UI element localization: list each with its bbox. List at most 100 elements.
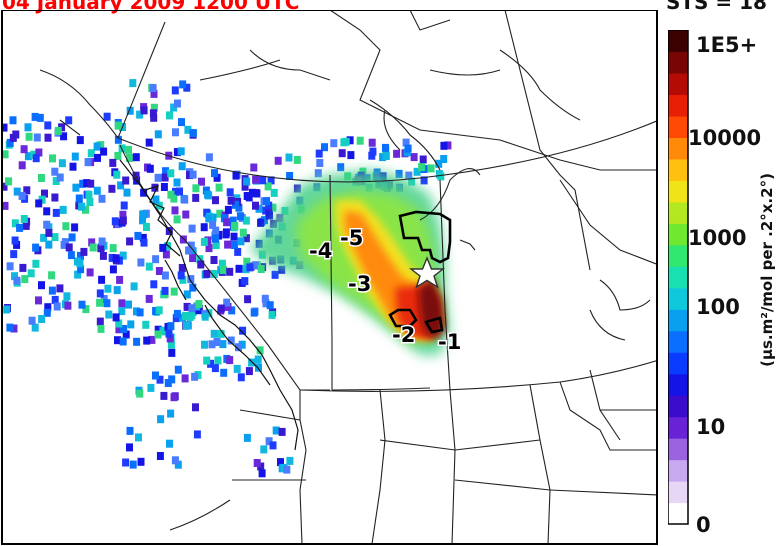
footprint-cell bbox=[125, 300, 132, 309]
footprint-cell bbox=[152, 371, 159, 380]
footprint-cell bbox=[197, 260, 205, 269]
footprint-cell bbox=[51, 167, 59, 176]
footprint-cell bbox=[168, 375, 176, 384]
footprint-cell bbox=[115, 325, 123, 334]
footprint-cell bbox=[272, 426, 280, 435]
footprint-cell bbox=[224, 205, 232, 214]
footprint-cell bbox=[200, 237, 208, 246]
footprint-cell bbox=[114, 135, 122, 144]
footprint-cell bbox=[253, 459, 261, 467]
footprint-cell bbox=[419, 155, 427, 164]
footprint-cell bbox=[85, 190, 93, 199]
footprint-cell bbox=[97, 141, 105, 150]
footprint-cell bbox=[209, 220, 217, 229]
footprint-cell bbox=[265, 201, 273, 210]
map-frame bbox=[1, 10, 658, 545]
footprint-cell bbox=[179, 80, 187, 89]
footprint-cell bbox=[277, 458, 284, 467]
footprint-cell bbox=[210, 329, 218, 338]
footprint-cell bbox=[74, 270, 82, 279]
footprint-cell bbox=[24, 152, 32, 161]
footprint-cell bbox=[6, 262, 14, 271]
footprint-cell bbox=[166, 111, 173, 120]
footprint-cell bbox=[109, 265, 117, 274]
footprint-cell bbox=[226, 356, 234, 365]
footprint-cell bbox=[242, 216, 250, 225]
footprint-cell bbox=[28, 316, 36, 325]
footprint-cell bbox=[184, 125, 192, 134]
footprint-cell bbox=[314, 169, 322, 178]
footprint-cell bbox=[76, 136, 84, 145]
footprint-cell bbox=[126, 154, 134, 162]
footprint-cell bbox=[20, 145, 28, 154]
footprint-cell bbox=[258, 469, 266, 478]
footprint-cell bbox=[149, 84, 157, 93]
target-regions bbox=[388, 210, 452, 334]
footprint-cell bbox=[11, 236, 19, 245]
footprint-cell bbox=[229, 216, 237, 225]
footprint-cell bbox=[88, 238, 96, 247]
footprint-cell bbox=[215, 183, 223, 192]
footprint-cell bbox=[140, 106, 148, 115]
footprint-cell bbox=[98, 237, 106, 246]
colorbar-swatch bbox=[668, 180, 688, 203]
footprint-cell bbox=[157, 415, 165, 424]
footprint-cell bbox=[51, 295, 59, 304]
footprint-cell bbox=[2, 150, 9, 159]
footprint-cell bbox=[11, 219, 19, 228]
footprint-cell bbox=[346, 136, 354, 145]
colorbar-legend: 1E5+ 10000 1000 100 10 0 (μs.m²/mol per … bbox=[668, 30, 776, 537]
footprint-cell bbox=[155, 267, 163, 275]
footprint-cell bbox=[3, 305, 11, 314]
footprint-cell bbox=[43, 308, 51, 317]
footprint-cell bbox=[150, 103, 158, 112]
footprint-cell bbox=[86, 198, 94, 206]
footprint-cell bbox=[87, 179, 95, 188]
footprint-cell bbox=[80, 247, 88, 256]
colorbar-swatch bbox=[668, 395, 688, 418]
footprint-cell bbox=[259, 176, 267, 185]
footprint-cell bbox=[242, 234, 250, 243]
footprint-cell bbox=[208, 340, 216, 349]
footprint-cell bbox=[154, 173, 162, 182]
footprint-cell bbox=[202, 186, 210, 195]
footprint-cell bbox=[212, 241, 220, 250]
footprint-cell bbox=[368, 138, 376, 147]
footprint-cell bbox=[146, 164, 154, 173]
footprint-cell bbox=[148, 335, 156, 344]
footprint-cell bbox=[269, 203, 277, 212]
footprint-cell bbox=[444, 141, 452, 150]
footprint-cell bbox=[161, 286, 169, 295]
footprint-cell bbox=[269, 441, 277, 450]
footprint-cell bbox=[68, 233, 76, 242]
footprint-cell bbox=[171, 86, 179, 95]
sts-title: STS = 18 bbox=[666, 0, 767, 14]
footprint-cell bbox=[168, 348, 176, 357]
footprint-cell bbox=[6, 138, 14, 147]
footprint-cell bbox=[338, 149, 346, 158]
footprint-cell bbox=[257, 265, 265, 273]
footprint-cell bbox=[177, 147, 185, 156]
footprint-cell bbox=[145, 262, 153, 271]
footprint-cell bbox=[44, 121, 52, 130]
footprint-cell bbox=[278, 265, 286, 274]
footprint-cell bbox=[427, 164, 435, 173]
footprint-cell bbox=[252, 175, 260, 184]
footprint-cell bbox=[98, 194, 106, 203]
footprint-cell bbox=[150, 280, 158, 289]
label-minus-2: -2 bbox=[392, 323, 415, 347]
footprint-cell bbox=[33, 133, 41, 142]
footprint-cell bbox=[261, 294, 269, 303]
footprint-cell bbox=[243, 433, 251, 442]
footprint-cell bbox=[40, 233, 48, 242]
footprint-cell bbox=[263, 197, 270, 206]
footprint-cell bbox=[189, 170, 197, 179]
footprint-cell bbox=[75, 194, 83, 203]
footprint-cell bbox=[11, 272, 18, 281]
footprint-cell bbox=[123, 188, 131, 197]
footprint-cell bbox=[222, 228, 230, 237]
footprint-cell bbox=[440, 155, 448, 163]
footprint-cell bbox=[38, 174, 45, 182]
footprint-cell bbox=[108, 184, 116, 193]
footprint-cell bbox=[347, 151, 355, 160]
